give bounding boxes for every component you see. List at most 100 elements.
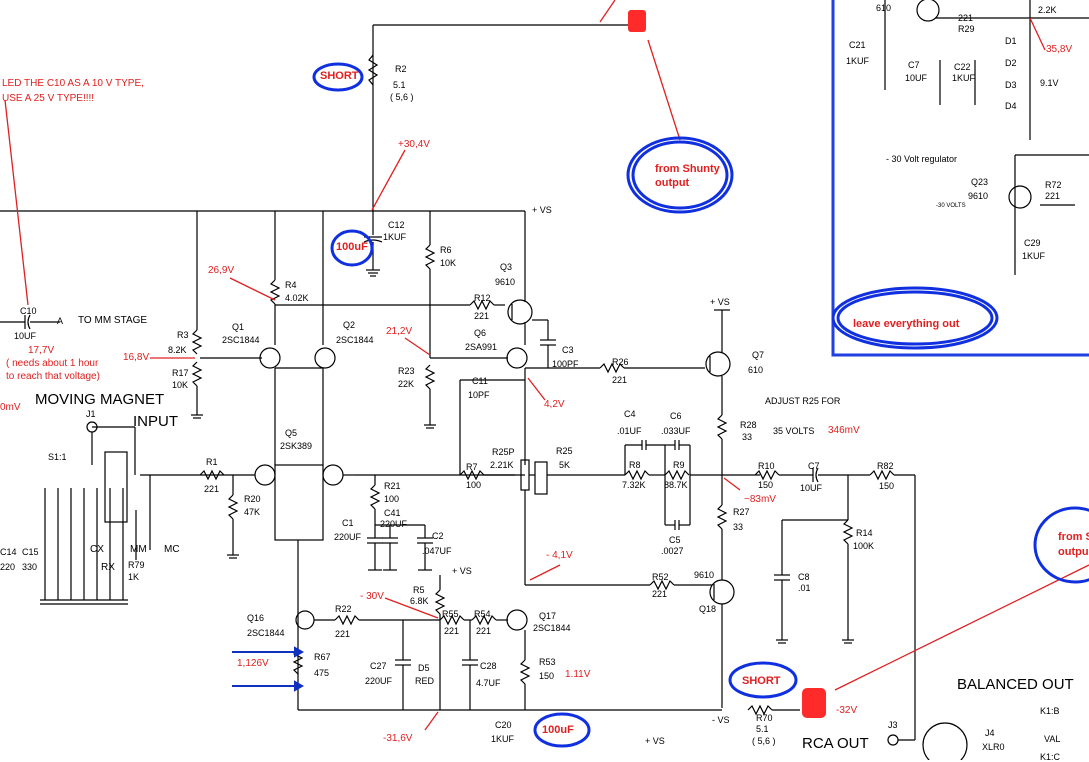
label-c8: C8 — [798, 572, 810, 582]
label-plus-vs-4: + VS — [645, 736, 665, 746]
value-q3: 9610 — [495, 277, 516, 287]
label-r55: R55 — [442, 609, 459, 619]
value-r72: 221 — [1045, 191, 1061, 201]
annotation-c10-note-2: USE A 25 V TYPE!!!! — [2, 93, 95, 104]
label-balanced-out: BALANCED OUT — [957, 676, 1074, 693]
label-plus-vs-3: + VS — [452, 566, 472, 576]
value-j4: XLR0 — [982, 742, 1005, 752]
value-r23: 22K — [398, 379, 415, 389]
annotation-1-126v: 1,126V — [237, 658, 269, 669]
label-r25p: R25P — [492, 447, 515, 457]
label-r20: R20 — [244, 494, 261, 504]
value-c7b: 10UF — [800, 483, 823, 493]
label-d1: D1 — [1005, 36, 1017, 46]
label-r23: R23 — [398, 366, 415, 376]
annotation-35-8v: 35,8V — [1046, 44, 1073, 55]
label-moving-magnet: MOVING MAGNET — [35, 391, 165, 408]
value-c21: 1KUF — [846, 56, 870, 66]
label-r3: R3 — [177, 330, 189, 340]
label-cx: CX — [90, 544, 104, 555]
value-q18: 9610 — [694, 570, 715, 580]
label-c28: C28 — [480, 661, 497, 671]
value-91v: 9.1V — [1040, 78, 1059, 88]
label-d2: D2 — [1005, 58, 1017, 68]
label-q3: Q3 — [500, 262, 513, 272]
label-c29: C29 — [1024, 238, 1041, 248]
label-input: INPUT — [133, 413, 178, 430]
value-c6: .033UF — [661, 426, 691, 436]
label-c21: C21 — [849, 40, 866, 50]
annotation-outpu: outpu — [1058, 546, 1089, 558]
value-r27: 33 — [733, 522, 744, 532]
value-r25p: 2.21K — [490, 460, 514, 470]
label-d3: D3 — [1005, 80, 1017, 90]
label-mc: MC — [164, 544, 180, 555]
label-tick-a: A — [57, 316, 64, 326]
label-rx: RX — [101, 562, 115, 573]
value-r52: 221 — [652, 589, 668, 599]
value-r26: 221 — [612, 375, 628, 385]
label-r52: R52 — [652, 572, 669, 582]
label-rca-out: RCA OUT — [802, 735, 869, 752]
value-r70: 5.1 — [756, 724, 769, 734]
label-r17: R17 — [172, 368, 189, 378]
label-s1: S1:1 — [48, 452, 67, 462]
label-r14: R14 — [856, 528, 873, 538]
label-j4: J4 — [985, 728, 995, 738]
value-r25: 5K — [559, 460, 571, 470]
label-c20: C20 — [495, 720, 512, 730]
label-r54: R54 — [474, 609, 491, 619]
label-d5: D5 — [418, 663, 430, 673]
value-r79: 1K — [128, 572, 140, 582]
label-r29: R29 — [958, 24, 975, 34]
label-30volts: -30 VOLTS — [936, 203, 966, 209]
label-r2: R2 — [395, 64, 407, 74]
label-r28: R28 — [740, 420, 757, 430]
label-r72: R72 — [1045, 180, 1062, 190]
value-d5: RED — [415, 676, 435, 686]
annotation-hour-2: to reach that voltage) — [6, 371, 100, 382]
annotation-26-9v: 26,9V — [208, 265, 235, 276]
annotation-c10-note-1: LED THE C10 AS A 10 V TYPE, — [2, 78, 144, 89]
label-c1: C1 — [342, 518, 354, 528]
annotation-83mv: ~83mV — [744, 494, 776, 505]
label-c2: C2 — [432, 531, 444, 541]
value-r21: 100 — [384, 494, 400, 504]
annotation-16-8v: 16,8V — [123, 352, 150, 363]
value-r2: 5.1 — [393, 80, 406, 90]
label-r10: R10 — [758, 461, 775, 471]
value-r4: 4.02K — [285, 293, 309, 303]
annotation-21-2v: 21,2V — [386, 326, 413, 337]
label-c7b: C7 — [808, 461, 820, 471]
value-c28: 4.7UF — [476, 678, 501, 688]
annotation-hour-1: ( needs about 1 hour — [6, 358, 99, 369]
annotation-346mv: 346mV — [828, 425, 860, 436]
annotation-arrows — [4, 0, 1089, 731]
label-22k: 2.2K — [1038, 5, 1057, 15]
label-k1c: K1:C — [1040, 752, 1061, 762]
label-r79: R79 — [128, 560, 145, 570]
value-q6: 2SA991 — [465, 342, 498, 352]
label-r67: R67 — [314, 652, 331, 662]
value-r5: 6.8K — [410, 596, 429, 606]
annotation-0mv: 0mV — [0, 402, 21, 413]
label-c41: C41 — [384, 508, 401, 518]
label-r53: R53 — [539, 657, 556, 667]
value-c12: 1KUF — [383, 232, 407, 242]
value-r82: 150 — [879, 481, 895, 491]
value-r28: 33 — [742, 432, 753, 442]
value-q2: 2SC1844 — [336, 335, 374, 345]
value-q1: 2SC1844 — [222, 335, 260, 345]
annotation-leave: leave everything out — [853, 318, 960, 330]
label-c4: C4 — [624, 409, 636, 419]
label-q6: Q6 — [474, 328, 487, 338]
label-c5: C5 — [669, 535, 681, 545]
label-q16: Q16 — [247, 613, 265, 623]
label-minus-vs: - VS — [712, 715, 730, 725]
blue-scribbles — [312, 62, 1089, 748]
value-c41: 220UF — [380, 519, 408, 529]
annotation-minus-32v: -32V — [836, 705, 858, 716]
label-adjust: ADJUST R25 FOR — [765, 396, 841, 406]
value-q16: 2SC1844 — [247, 628, 285, 638]
